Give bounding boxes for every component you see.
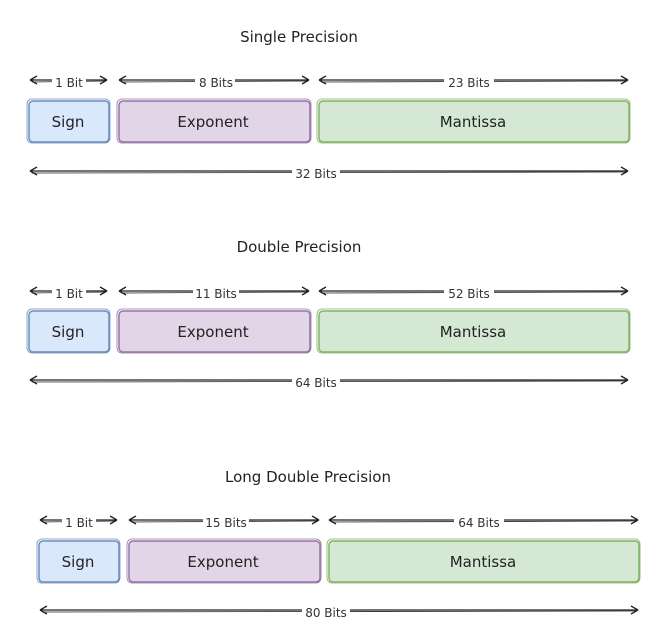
exponent-bits-label: 8 Bits — [199, 76, 233, 90]
exponent-label: Exponent — [187, 553, 258, 571]
exponent-label: Exponent — [177, 323, 248, 341]
sign-field — [36, 538, 121, 584]
mantissa-bits-label: 52 Bits — [448, 287, 490, 301]
section-double-precision: Double Precision 1 Bit 11 Bits 52 Bits S… — [26, 238, 631, 390]
sign-bits-label: 1 Bit — [55, 76, 83, 90]
exponent-field — [126, 538, 322, 584]
total-bits-label: 32 Bits — [295, 167, 337, 181]
section-long-double-precision: Long Double Precision 1 Bit 15 Bits 64 B… — [36, 468, 641, 620]
mantissa-field — [326, 538, 641, 584]
exponent-field — [116, 308, 312, 354]
exponent-bits-label: 11 Bits — [195, 287, 237, 301]
sign-label: Sign — [52, 113, 85, 131]
mantissa-label: Mantissa — [440, 113, 507, 131]
mantissa-field — [316, 98, 631, 144]
mantissa-field — [316, 308, 631, 354]
exponent-field — [116, 98, 312, 144]
section-title: Single Precision — [240, 28, 358, 46]
sign-bits-label: 1 Bit — [65, 516, 93, 530]
sign-label: Sign — [52, 323, 85, 341]
total-bits-label: 80 Bits — [305, 606, 347, 620]
section-single-precision: Single Precision 1 Bit 8 Bits 23 Bits Si… — [26, 28, 631, 181]
sign-field — [26, 98, 111, 144]
sign-field — [26, 308, 111, 354]
total-bits-label: 64 Bits — [295, 376, 337, 390]
exponent-bits-label: 15 Bits — [205, 516, 247, 530]
section-title: Double Precision — [237, 238, 362, 256]
mantissa-bits-label: 64 Bits — [458, 516, 500, 530]
section-title: Long Double Precision — [225, 468, 391, 486]
mantissa-label: Mantissa — [440, 323, 507, 341]
mantissa-bits-label: 23 Bits — [448, 76, 490, 90]
sign-bits-label: 1 Bit — [55, 287, 83, 301]
sign-label: Sign — [62, 553, 95, 571]
mantissa-label: Mantissa — [450, 553, 517, 571]
exponent-label: Exponent — [177, 113, 248, 131]
